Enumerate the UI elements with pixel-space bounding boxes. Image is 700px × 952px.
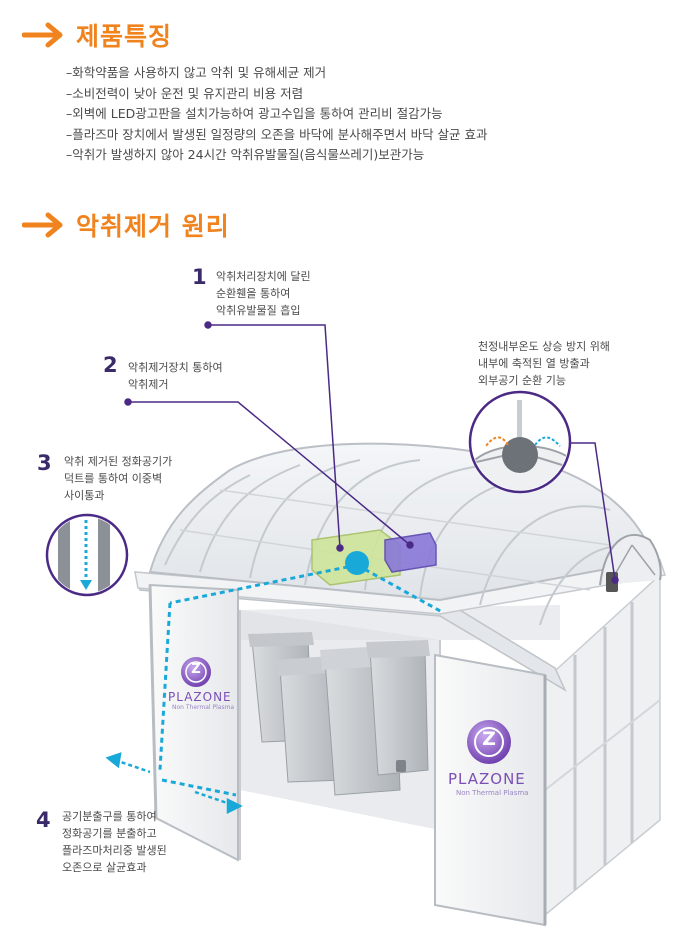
waste-bins (248, 632, 430, 796)
right-arrow-icon (22, 212, 63, 238)
section-title: 악취제거 원리 (76, 212, 230, 241)
vent-magnifier (468, 390, 572, 494)
logo-letter: Z (482, 728, 496, 750)
feature-item: –외벽에 LED광고판을 설치가능하여 광고수입을 통하여 관리비 절감가능 (66, 106, 443, 121)
outlet-arrows (105, 752, 243, 815)
plazone-logo-right (467, 720, 511, 764)
logo-letter: Z (191, 662, 201, 677)
right-arrow-icon (22, 22, 63, 48)
feature-item: –소비전력이 낮아 운전 및 유지관리 비용 저렴 (66, 85, 304, 101)
right-side-wall (544, 573, 661, 917)
duct-magnifier (45, 513, 129, 597)
section-principle-heading: 악취제거 원리 (22, 207, 230, 243)
feature-list: –화학약품을 사용하지 않고 악취 및 유해세균 제거 –소비전력이 낮아 운전… (66, 63, 488, 166)
plasma-device (311, 529, 437, 586)
section-title: 제품특징 (76, 22, 173, 51)
feature-item: –화학약품을 사용하지 않고 악취 및 유해세균 제거 (66, 65, 327, 80)
plazone-logo-left (181, 657, 211, 687)
brand-name: PLAZONE (168, 690, 232, 704)
airflow-duct-path (158, 563, 443, 797)
brand-sub: Non Thermal Plasma (172, 704, 235, 711)
callout-number: 4 (36, 808, 51, 832)
feature-item: –플라즈마 장치에서 발생된 일정량의 오존을 바닥에 분사해주면서 바닥 살균… (66, 126, 488, 142)
callout-number: 3 (37, 451, 52, 475)
section-features-heading: 제품특징 (22, 17, 172, 53)
callout-4-text: 공기분출구를 통하여 정화공기를 분출하고 플라즈마처리중 발생된 오존으로 살… (62, 810, 167, 874)
callout-1-text: 악취처리장치에 달린 순환휀을 통하여 악취유발물질 흡입 (216, 270, 311, 317)
callout-2-text: 악취제거장치 통하여 악취제거 (128, 361, 223, 391)
fan-marker (345, 551, 369, 575)
callout-lines (124, 321, 619, 584)
callout-number: 2 (103, 353, 118, 377)
feature-item: –악취가 발생하지 않아 24시간 악취유발물질(음식물쓰레기)보관가능 (66, 147, 425, 162)
brand-sub: Non Thermal Plasma (456, 789, 529, 797)
callout-number: 1 (192, 265, 207, 289)
brand-name: PLAZONE (448, 770, 526, 788)
callout-3-text: 악취 제거된 정화공기가 덕트를 통하여 이중벽 사이통과 (64, 455, 173, 502)
callout-vent-text: 천정내부온도 상승 방지 위해 내부에 축적된 열 방출과 외부공기 순환 기능 (478, 340, 610, 387)
right-front-panel (434, 653, 547, 927)
